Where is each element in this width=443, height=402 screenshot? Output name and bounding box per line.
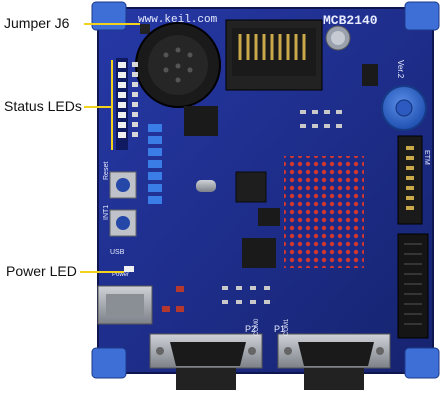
silk-model: MCB2140 <box>323 13 378 28</box>
ic-top-right <box>362 64 378 86</box>
ic-rs232 <box>242 238 276 268</box>
silk-reset: Reset <box>103 162 110 180</box>
silk-power: Power <box>112 272 129 278</box>
callout-power-led: Power LED <box>6 263 77 279</box>
silk-url: www.keil.com <box>138 14 218 26</box>
jumper-headers <box>148 124 162 204</box>
bumper-bottom-left <box>91 347 127 379</box>
crystal <box>196 180 216 192</box>
status-leds <box>116 58 128 150</box>
reset-button <box>109 171 137 199</box>
ic-latch <box>184 106 218 136</box>
silk-int1: INT1 <box>103 205 110 220</box>
jtag-header <box>397 233 429 339</box>
microcontroller <box>235 171 267 203</box>
silk-etm: ETM <box>423 150 430 165</box>
silk-p2: P2 <box>245 324 256 334</box>
db9-com0 <box>149 333 263 390</box>
silk-version: Ver.2 <box>396 60 405 79</box>
bumper-top-right <box>404 1 440 31</box>
silk-com0: COM0 <box>254 318 260 336</box>
bumper-bottom-right <box>404 347 440 379</box>
db9-com1 <box>277 333 391 390</box>
ic-small <box>258 208 280 226</box>
bumper-top-left <box>91 1 127 31</box>
prototype-area <box>284 156 364 268</box>
jumper-j6 <box>140 24 150 34</box>
silk-usb: USB <box>110 249 125 256</box>
callout-status-leds: Status LEDs <box>4 98 82 114</box>
silk-p1: P1 <box>274 324 285 334</box>
silk-com1: COM1 <box>284 318 290 336</box>
power-led <box>124 266 134 272</box>
int1-button <box>109 209 137 237</box>
callout-jumper-j6: Jumper J6 <box>4 15 70 31</box>
